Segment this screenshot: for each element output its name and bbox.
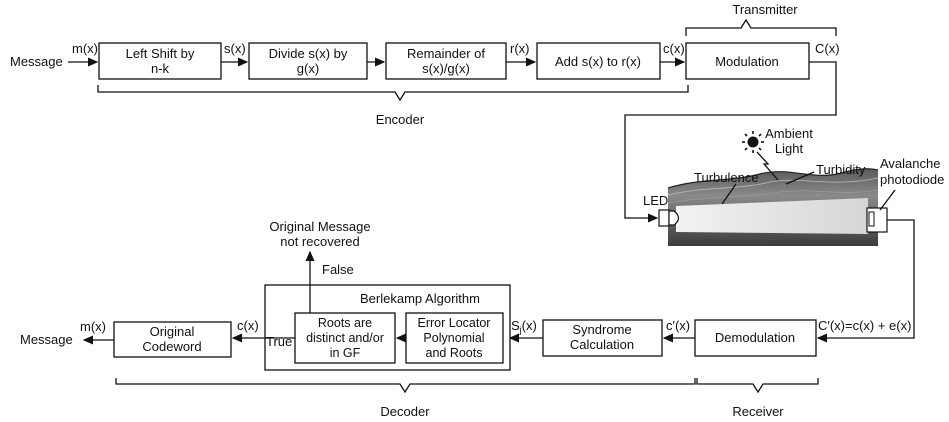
sj-paren: (x) bbox=[522, 318, 537, 333]
apd-label-line1: Avalanche bbox=[880, 156, 940, 171]
not-recovered-line2: not recovered bbox=[280, 234, 360, 249]
not-recovered-line1: Original Message bbox=[269, 219, 370, 234]
divide-line1: Divide s(x) by bbox=[269, 46, 348, 61]
c-x-out-label: c(x) bbox=[237, 318, 259, 333]
ambient-label-line1: Ambient bbox=[765, 126, 813, 141]
modulation-label: Modulation bbox=[715, 54, 779, 69]
s-x-label: s(x) bbox=[224, 41, 246, 56]
c-x-top-label: c(x) bbox=[663, 41, 685, 56]
error-locator-line3: and Roots bbox=[426, 346, 483, 360]
divide-line2: g(x) bbox=[297, 61, 319, 76]
received-signal-label: C′(x)=c(x) + e(x) bbox=[818, 318, 911, 333]
berlekamp-title: Berlekamp Algorithm bbox=[360, 291, 480, 306]
codeword-line1: Original bbox=[150, 324, 195, 339]
demodulation-label: Demodulation bbox=[715, 330, 795, 345]
remainder-line2: s(x)/g(x) bbox=[422, 61, 470, 76]
receiver-brace bbox=[697, 378, 818, 392]
receiver-label: Receiver bbox=[732, 404, 784, 419]
transmitter-label: Transmitter bbox=[732, 2, 798, 17]
true-label: True bbox=[266, 334, 292, 349]
error-locator-line1: Error Locator bbox=[418, 316, 491, 330]
ambient-label-line2: Light bbox=[775, 141, 804, 156]
led-label: LED bbox=[643, 193, 668, 208]
left-shift-line1: Left Shift by bbox=[126, 46, 195, 61]
led-emitter bbox=[659, 210, 679, 226]
roots-line2: distinct and/or bbox=[306, 331, 384, 345]
m-x-input-label: m(x) bbox=[72, 41, 98, 56]
turbidity-label: Turbidity bbox=[816, 162, 866, 177]
add-line1: Add s(x) to r(x) bbox=[555, 54, 641, 69]
r-x-label: r(x) bbox=[510, 41, 530, 56]
encoder-brace bbox=[98, 85, 688, 100]
turbulence-label: Turbulence bbox=[694, 170, 759, 185]
C-x-label: C(x) bbox=[815, 41, 840, 56]
decoder-brace bbox=[116, 378, 695, 392]
encoder-label: Encoder bbox=[376, 112, 425, 127]
syndrome-line1: Syndrome bbox=[572, 322, 631, 337]
roots-line1: Roots are bbox=[318, 316, 372, 330]
left-shift-line2: n-k bbox=[151, 61, 170, 76]
syndrome-symbol-label: Sj(x) bbox=[511, 318, 537, 335]
codeword-line2: Codeword bbox=[142, 339, 201, 354]
apd-label-line2: photodiode bbox=[880, 172, 944, 187]
transmitter-brace bbox=[686, 20, 836, 36]
decoder-label: Decoder bbox=[380, 404, 430, 419]
error-locator-line2: Polynomial bbox=[423, 331, 484, 345]
roots-line3: in GF bbox=[330, 346, 361, 360]
sj-main: S bbox=[511, 318, 520, 333]
remainder-line1: Remainder of bbox=[407, 46, 485, 61]
message-output-label: Message bbox=[20, 332, 73, 347]
message-input-label: Message bbox=[10, 54, 63, 69]
photodiode-detector bbox=[867, 208, 887, 232]
apd-pointer bbox=[880, 190, 895, 210]
syndrome-line2: Calculation bbox=[570, 337, 634, 352]
m-x-output-label: m(x) bbox=[80, 319, 106, 334]
c-prime-label: c′(x) bbox=[666, 318, 690, 333]
false-label: False bbox=[322, 262, 354, 277]
sun-icon bbox=[742, 131, 764, 153]
